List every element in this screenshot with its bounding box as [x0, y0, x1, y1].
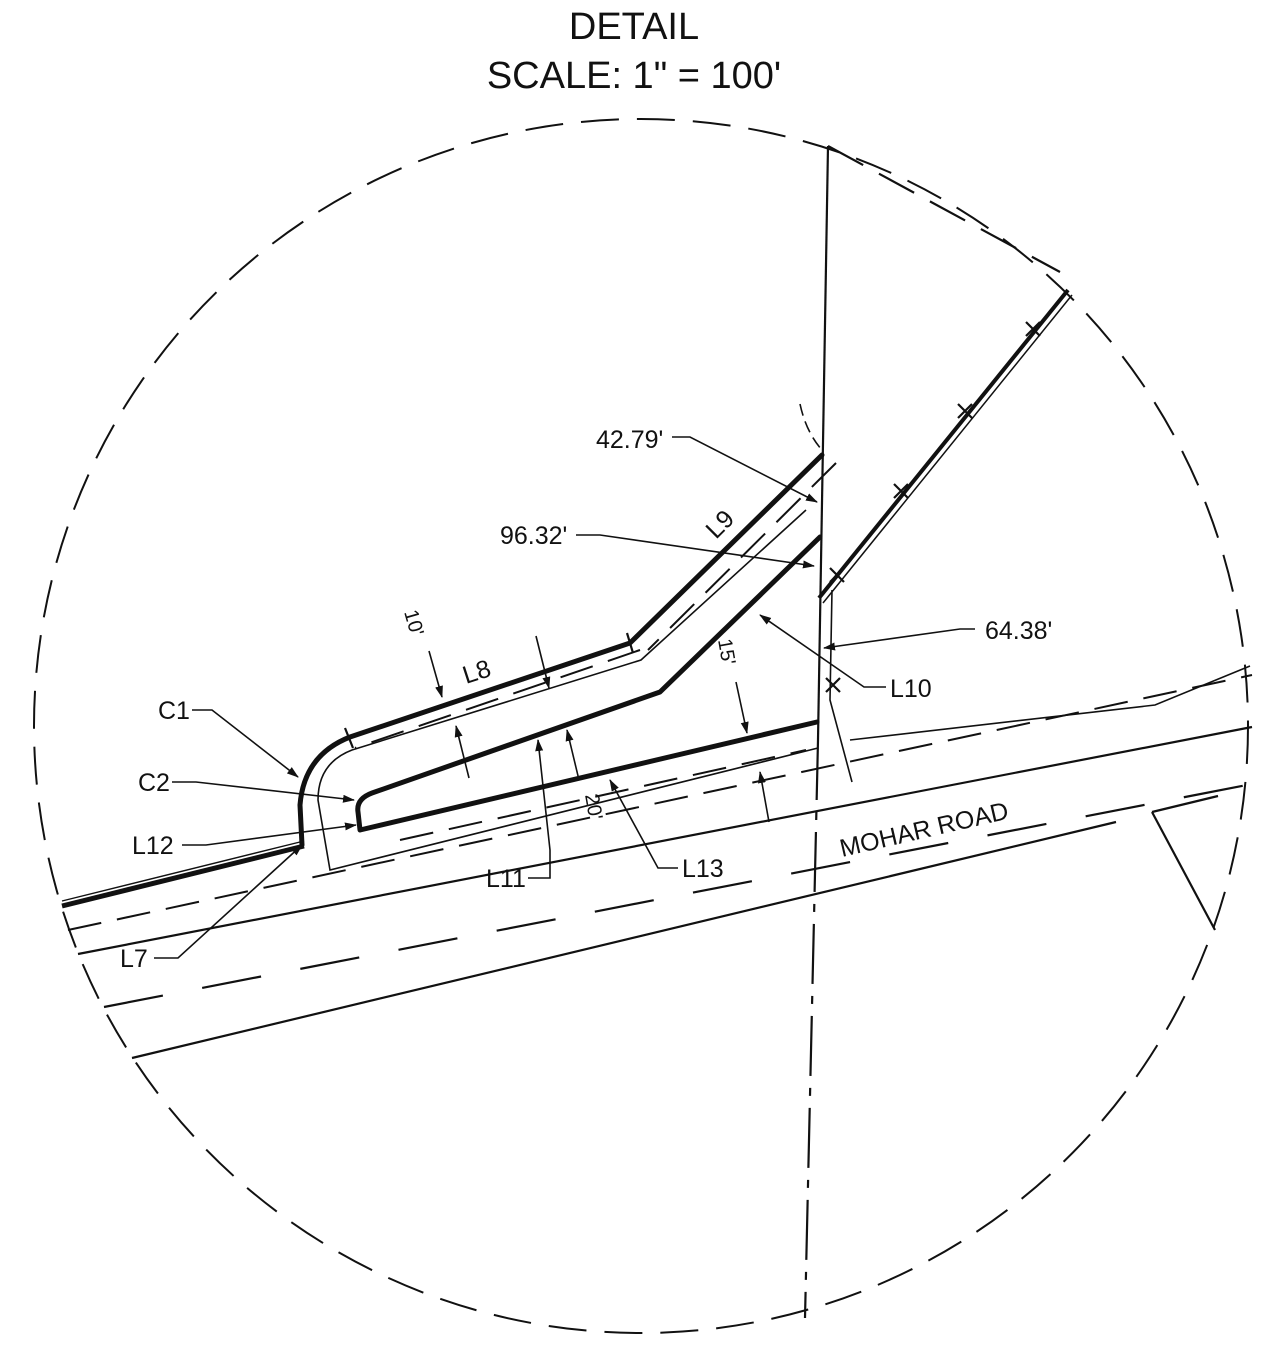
label-l10: L10	[890, 675, 932, 703]
dim-10: 10'	[399, 607, 427, 638]
label-c2: C2	[138, 769, 170, 797]
dim-96-32: 96.32'	[500, 522, 567, 550]
segment-ticks	[343, 632, 635, 749]
label-l12: L12	[132, 832, 174, 860]
label-l13: L13	[682, 855, 724, 883]
road-lines	[67, 665, 1253, 1060]
label-l11: L11	[486, 865, 526, 893]
label-l8: L8	[459, 654, 494, 689]
scale-label: SCALE: 1" = 100'	[486, 55, 782, 97]
driveway-outline	[61, 452, 825, 909]
dim-42-79: 42.79'	[596, 426, 663, 454]
dimension-arrows	[428, 635, 770, 823]
dim-64-38: 64.38'	[985, 617, 1052, 645]
dim-15: 15'	[713, 637, 739, 667]
detail-title: DETAIL	[568, 6, 700, 48]
easement-lines	[317, 462, 837, 871]
fence-line	[799, 288, 1073, 783]
leader-lines	[154, 436, 975, 959]
label-c1: C1	[158, 697, 190, 725]
dim-20: 20'	[580, 792, 606, 822]
property-line	[803, 145, 1061, 1319]
label-l7: L7	[120, 945, 148, 973]
detail-boundary-circle	[33, 118, 1249, 1334]
